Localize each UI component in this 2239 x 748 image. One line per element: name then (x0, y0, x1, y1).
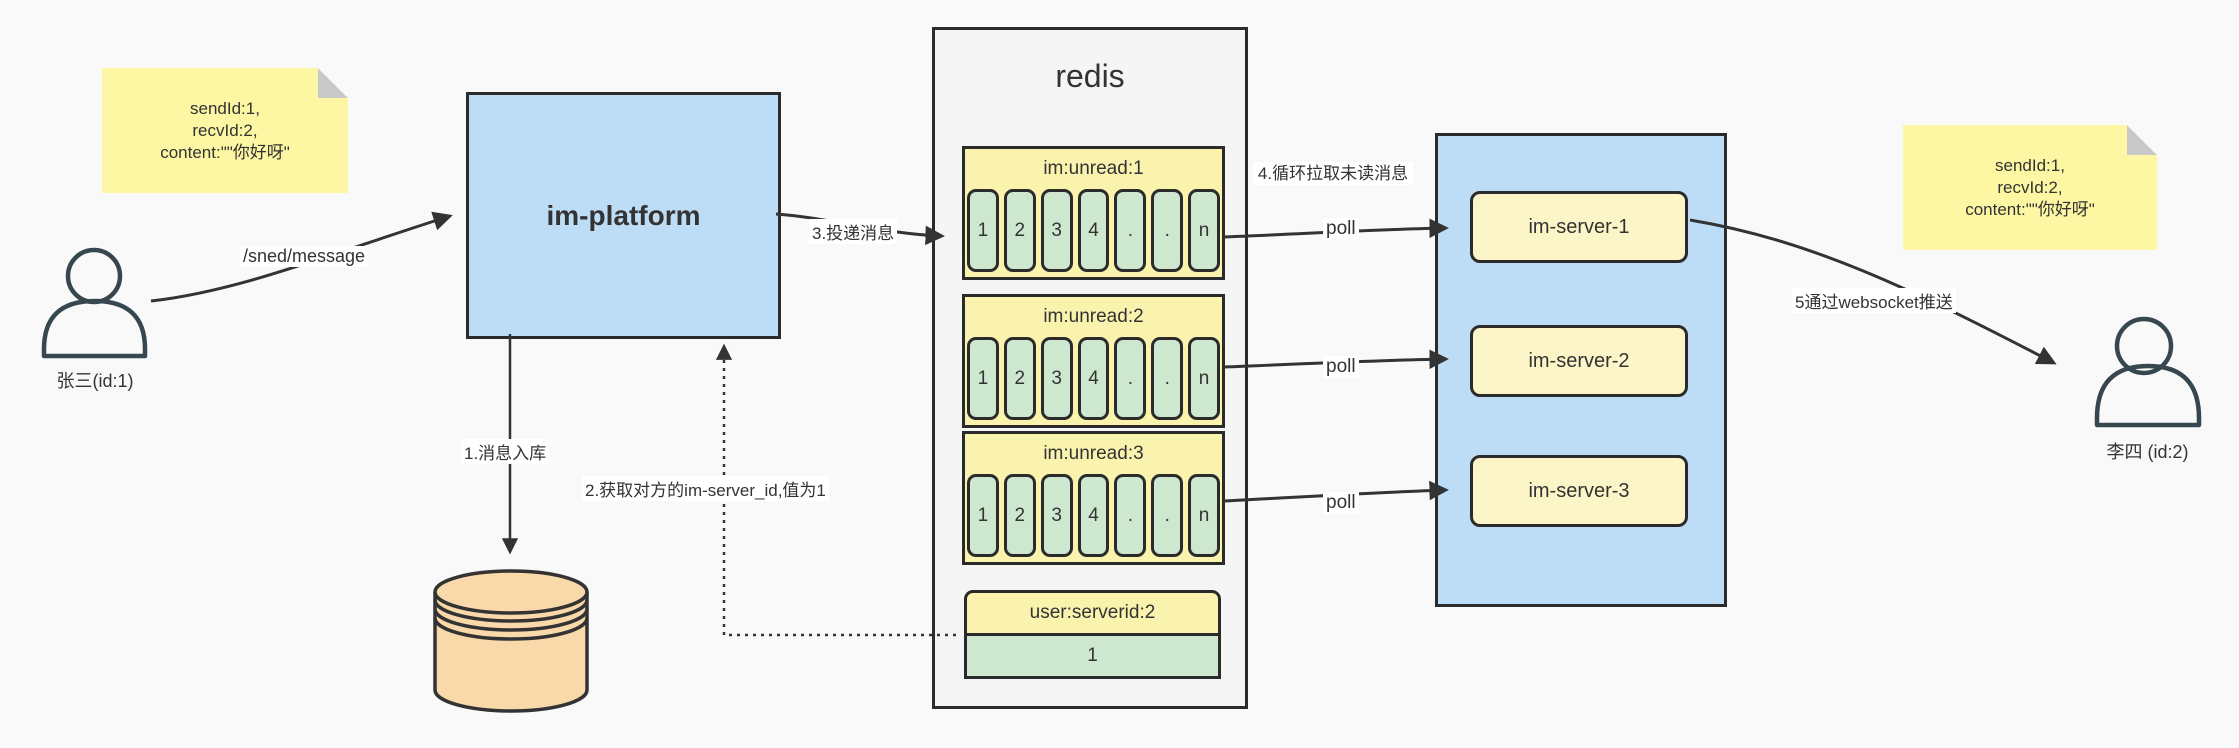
queue-cell: 3 (1040, 337, 1073, 420)
queue-cell: n (1188, 337, 1221, 420)
edge-label-step3: 3.投递消息 (809, 219, 898, 244)
queue-cell: 3 (1040, 189, 1073, 272)
note-line: content:""你好呀" (1965, 199, 2095, 219)
actor-left-label: 张三(id:1) (56, 371, 134, 391)
user-icon-receiver (2094, 316, 2202, 428)
queue-cell: 2 (1003, 474, 1036, 557)
im-server-3-node: im-server-3 (1470, 455, 1688, 527)
edge-label-poll-3: poll (1323, 492, 1359, 514)
note-fold-icon (318, 68, 348, 98)
edge-label-step2: 2.获取对方的im-server_id,值为1 (582, 476, 829, 501)
note-line: sendId:1, (190, 98, 260, 118)
edge-label-step1: 1.消息入库 (461, 439, 550, 464)
mysql-cylinder-icon (433, 569, 589, 713)
im-server-label: im-server-2 (1528, 349, 1630, 372)
queue-cell: 3 (1040, 474, 1073, 557)
queue-cell: . (1151, 337, 1184, 420)
queue-cells: 1 2 3 4 . . n (967, 337, 1221, 420)
edge-label-step5: 5通过websocket推送 (1792, 288, 1956, 313)
queue-cell: n (1188, 189, 1221, 272)
note-line: recvId:2, (192, 120, 258, 140)
queue-cell: 4 (1077, 474, 1110, 557)
queue-im-unread-3: im:unread:3 1 2 3 4 . . n (962, 431, 1225, 565)
im-server-1-node: im-server-1 (1470, 191, 1688, 263)
queue-cell: n (1188, 474, 1221, 557)
edge-label-step4: 4.循环拉取未读消息 (1253, 162, 1413, 185)
queue-name: im:unread:1 (1043, 158, 1144, 179)
mysql-label: mysql (484, 653, 538, 675)
user-serverid-value: 1 (964, 636, 1221, 679)
queue-cell: . (1114, 189, 1147, 272)
queue-name: im:unread:2 (1043, 306, 1144, 327)
im-server-label: im-server-1 (1528, 215, 1630, 238)
queue-cell: 1 (967, 474, 999, 557)
im-server-label: im-server-3 (1528, 479, 1630, 502)
redis-container: redis im:unread:1 1 2 3 4 . . n im:unrea… (932, 27, 1248, 709)
note-line: content:""你好呀" (160, 142, 290, 162)
actor-right-label: 李四 (id:2) (2106, 442, 2189, 462)
queue-im-unread-2: im:unread:2 1 2 3 4 . . n (962, 294, 1225, 428)
note-line: recvId:2, (1997, 177, 2063, 197)
queue-im-unread-1: im:unread:1 1 2 3 4 . . n (962, 146, 1225, 280)
im-platform-node: im-platform (466, 92, 781, 339)
im-server-2-node: im-server-2 (1470, 325, 1688, 397)
queue-cell: 4 (1077, 189, 1110, 272)
user-serverid-widget: user:serverid:2 1 (964, 590, 1221, 679)
queue-cell: 1 (967, 337, 999, 420)
queue-name: im:unread:3 (1043, 443, 1144, 464)
queue-cell: . (1151, 474, 1184, 557)
queue-cells: 1 2 3 4 . . n (967, 189, 1221, 272)
edge-label-poll-2: poll (1323, 356, 1359, 378)
user-icon-sender (41, 247, 148, 359)
im-server-container: im-server-1 im-server-2 im-server-3 (1435, 133, 1727, 607)
queue-cell: . (1114, 337, 1147, 420)
queue-cell: . (1151, 189, 1184, 272)
edge-label-send: /sned/message (240, 246, 369, 267)
queue-cell: 2 (1003, 189, 1036, 272)
note-fold-icon (2127, 125, 2157, 155)
note-line: sendId:1, (1995, 155, 2065, 175)
redis-title: redis (1055, 58, 1125, 94)
user-serverid-key: user:serverid:2 (964, 590, 1221, 636)
queue-cell: 2 (1003, 337, 1036, 420)
sticky-note-left: sendId:1, recvId:2, content:""你好呀" (102, 68, 348, 193)
edge-label-poll-1: poll (1323, 218, 1359, 240)
sticky-note-right: sendId:1, recvId:2, content:""你好呀" (1903, 125, 2157, 250)
queue-cell: 4 (1077, 337, 1110, 420)
im-platform-label: im-platform (546, 199, 701, 231)
queue-cells: 1 2 3 4 . . n (967, 474, 1221, 557)
queue-cell: 1 (967, 189, 999, 272)
queue-cell: . (1114, 474, 1147, 557)
